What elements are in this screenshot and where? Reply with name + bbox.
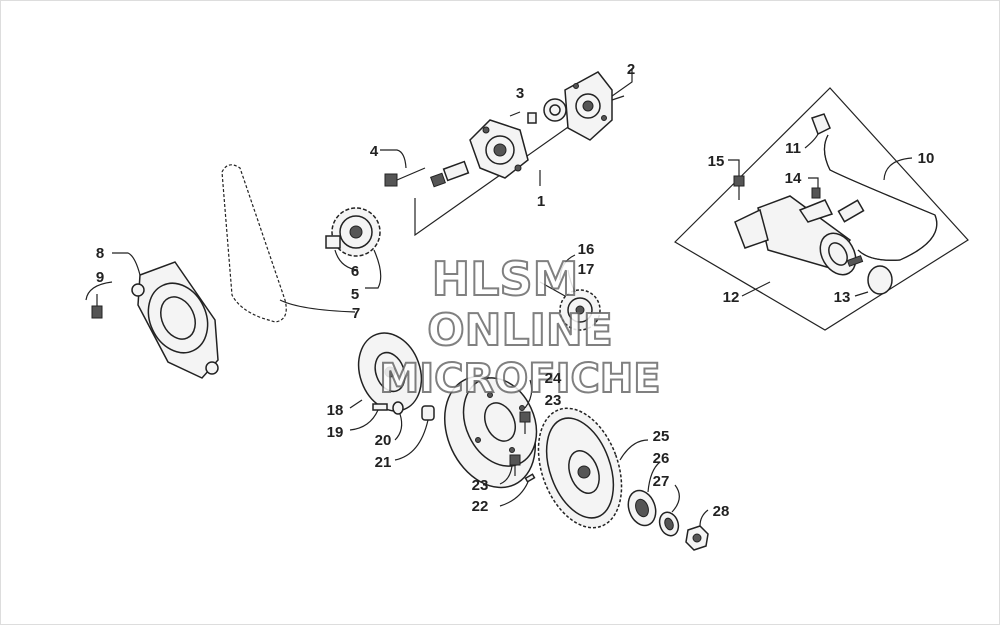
callout-4: 4 <box>370 143 379 160</box>
callout-26: 26 <box>653 450 670 467</box>
o-ring-13 <box>854 265 893 297</box>
callout-22: 22 <box>472 498 489 515</box>
callout-9: 9 <box>96 269 104 286</box>
bolt-23a <box>519 411 531 434</box>
starter-gear-25 <box>537 407 649 529</box>
callout-6: 6 <box>351 263 359 280</box>
callout-11: 11 <box>785 140 801 157</box>
watermark: HLSM ONLINE MICROFICHE <box>378 251 661 403</box>
bolt-4 <box>380 149 426 187</box>
nut-28 <box>685 509 709 551</box>
oil-pump-shaft <box>430 160 470 188</box>
callout-1: 1 <box>537 193 545 210</box>
callout-24: 24 <box>545 370 562 387</box>
washer-6 <box>325 235 359 271</box>
watermark-line-3: MICROFICHE <box>379 356 660 402</box>
bearing-26 <box>627 461 661 527</box>
callout-14: 14 <box>785 170 802 187</box>
callout-labels: 1 2 3 4 5 6 7 8 9 10 11 12 13 14 15 16 1… <box>96 61 935 520</box>
assembly-bracket-12 <box>674 87 969 331</box>
callout-12: 12 <box>723 289 740 306</box>
terminal-11 <box>804 113 831 149</box>
callout-2: 2 <box>627 61 635 78</box>
callout-28: 28 <box>713 503 730 520</box>
callout-17: 17 <box>578 261 595 278</box>
callout-13: 13 <box>834 289 851 306</box>
watermark-line-2: ONLINE <box>427 305 613 356</box>
callout-25: 25 <box>653 428 670 445</box>
rotor-plate-18 <box>349 332 423 412</box>
callout-8: 8 <box>96 245 104 262</box>
key-22 <box>499 473 536 507</box>
callout-23a: 23 <box>545 392 562 409</box>
spring-19 <box>349 403 388 431</box>
oil-pump-rotor <box>509 98 567 124</box>
sprocket-5 <box>331 207 382 289</box>
callout-21: 21 <box>375 454 392 471</box>
bolt-15 <box>728 159 745 200</box>
idler-gear-17 <box>539 254 601 331</box>
leader-12 <box>741 281 771 297</box>
bolt-14 <box>808 177 821 199</box>
oil-pump-body <box>469 119 529 179</box>
callout-7: 7 <box>352 305 360 322</box>
bolt-23b <box>499 454 521 485</box>
plunger-20 <box>392 401 404 441</box>
bolt-9 <box>85 281 113 319</box>
oil-pump-cover <box>564 71 625 141</box>
starter-cable-10 <box>823 134 938 261</box>
washer-27 <box>658 484 680 537</box>
stator-cover-8 <box>112 252 219 379</box>
roller-21 <box>394 405 435 461</box>
callout-3: 3 <box>516 85 524 102</box>
callout-16: 16 <box>578 241 595 258</box>
callout-27: 27 <box>653 473 670 490</box>
callout-15: 15 <box>708 153 725 170</box>
callout-19: 19 <box>327 424 344 441</box>
starter-motor <box>734 195 864 276</box>
watermark-line-1: HLSM <box>432 252 579 306</box>
callout-10: 10 <box>918 150 935 167</box>
callout-20: 20 <box>375 432 392 449</box>
callout-18: 18 <box>327 402 344 419</box>
callout-5: 5 <box>351 286 359 303</box>
callout-23b: 23 <box>472 477 489 494</box>
cam-chain-7 <box>221 164 356 323</box>
